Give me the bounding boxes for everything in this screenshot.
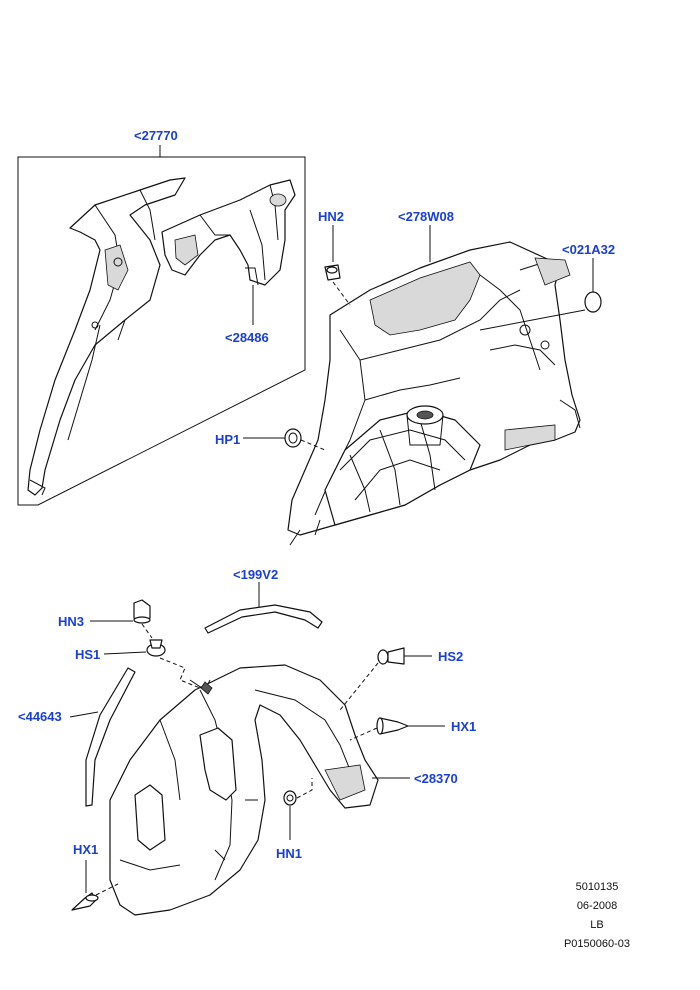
info-date: 06-2008 (576, 900, 618, 912)
callout-hn2[interactable]: HN2 (318, 209, 345, 224)
seal-strip-199v2 (204, 604, 323, 634)
callout-hs1[interactable]: HS1 (75, 647, 101, 662)
hs2-fastener (339, 647, 432, 711)
callout-hp1[interactable]: HP1 (215, 432, 241, 447)
assembly-box-27770 (17, 156, 306, 506)
callout-28370[interactable]: <28370 (414, 771, 458, 786)
hn3-fastener (90, 599, 153, 639)
hx1-left-fastener (71, 860, 119, 911)
callout-27770[interactable]: <27770 (134, 128, 178, 143)
callout-28486[interactable]: <28486 (225, 330, 269, 345)
callout-199v2[interactable]: <199V2 (233, 567, 279, 582)
callout-hx1-left[interactable]: HX1 (73, 842, 99, 857)
info-code: LB (590, 919, 604, 931)
info-reference-number: 5010135 (575, 881, 619, 893)
hs1-fastener (103, 639, 201, 689)
strip-44643 (85, 667, 136, 807)
callout-hn3[interactable]: HN3 (58, 614, 85, 629)
wheel-arch-liner-28370 (109, 664, 410, 916)
hx1-right-fastener (349, 717, 445, 741)
callout-hx1-right[interactable]: HX1 (451, 719, 477, 734)
d-pillar-inner-panel (27, 177, 186, 496)
quarter-panel-assembly-278w08 (243, 225, 602, 546)
diagram-info-block: 5010135 06-2008 LB P0150060-03 (542, 878, 652, 954)
quarter-inner-upper-panel (161, 179, 296, 325)
callout-021a32[interactable]: <021A32 (562, 242, 616, 257)
callout-hn1[interactable]: HN1 (276, 846, 303, 861)
info-illustration-number: P0150060-03 (563, 938, 631, 950)
callout-278w08[interactable]: <278W08 (398, 209, 455, 224)
callout-hs2[interactable]: HS2 (438, 649, 464, 664)
callout-44643[interactable]: <44643 (18, 709, 62, 724)
hn1-fastener (283, 778, 313, 840)
